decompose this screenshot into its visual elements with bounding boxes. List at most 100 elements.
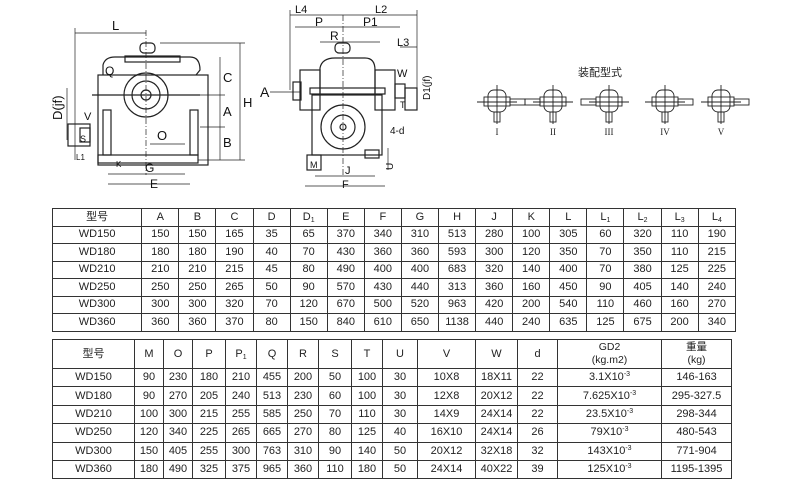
table-cell: 150 <box>141 225 180 244</box>
table-cell: 400 <box>549 260 588 279</box>
table-cell: 150 <box>134 441 164 461</box>
table-cell: 90 <box>586 278 625 297</box>
table-cell: 100 <box>351 367 383 388</box>
table-cell: 50 <box>318 367 352 388</box>
table-cell: 120 <box>134 423 164 443</box>
table-cell: 20X12 <box>417 441 476 461</box>
cell-text: 22 <box>531 389 544 402</box>
cell-text: 250 <box>293 407 313 420</box>
header-text: P <box>205 347 213 360</box>
header-text: J <box>491 210 497 223</box>
table-cell: 420 <box>475 295 514 314</box>
subscript: 1 <box>310 216 315 224</box>
header-text: D <box>267 210 276 223</box>
table-cell: 370 <box>326 225 365 244</box>
table-cell: 250 <box>141 278 180 297</box>
table-cell: 70 <box>318 404 352 425</box>
cell-text: 125X10 <box>587 463 626 476</box>
header-text: 型号 <box>82 347 105 360</box>
table-cell: 280 <box>475 225 514 244</box>
cell-text: 80 <box>328 426 342 439</box>
label-A: A <box>223 104 232 119</box>
table-cell: 585 <box>256 404 288 425</box>
cell-text: 20X12 <box>430 444 463 457</box>
mounting-type-3-icon <box>580 85 629 124</box>
subscript: 1 <box>606 216 611 224</box>
table-cell: 490 <box>163 459 193 480</box>
table-cell: 230 <box>163 367 193 388</box>
cell-text: 310 <box>293 444 313 457</box>
table-cell: 22 <box>517 367 558 388</box>
table-cell: 210 <box>225 367 257 388</box>
cell-text: 90 <box>328 444 342 457</box>
column-header: J <box>475 208 514 227</box>
column-header: 型号 <box>51 208 143 227</box>
table-cell: 593 <box>437 243 477 262</box>
cell-text: 771-904 <box>676 444 717 457</box>
table-cell: 210 <box>178 260 217 279</box>
header-text: K <box>527 210 535 223</box>
mounting-title: 装配型式 <box>578 66 622 79</box>
label-4-d: 4-d <box>390 126 404 137</box>
header-text: V <box>442 347 451 360</box>
header-text: O <box>173 347 183 360</box>
table-cell: 24X14 <box>475 404 518 425</box>
cell-text: 325 <box>199 463 219 476</box>
header-text: F <box>379 210 387 223</box>
table-cell: 20X12 <box>475 386 518 406</box>
table-cell: 320 <box>475 260 514 279</box>
exponent: -3 <box>622 426 629 434</box>
table-cell: 360 <box>287 459 319 480</box>
table-header-row: 型号MOPP1P1QRSTUVWdGD2(kg.m2)重量(kg) <box>52 339 732 369</box>
cell-text: 298-344 <box>676 407 717 420</box>
table-cell: 240 <box>697 278 737 297</box>
table-cell: 3.1X10-3 <box>557 367 662 388</box>
cell-text: 490 <box>168 463 188 476</box>
column-header: 型号 <box>52 339 135 369</box>
table-cell: 325 <box>192 459 226 480</box>
cell-text: 270 <box>293 426 313 439</box>
cell-text: 110 <box>326 463 344 476</box>
table-cell: 30 <box>382 386 418 406</box>
label-E: E <box>150 177 158 191</box>
table-cell: 80 <box>318 423 352 443</box>
mounting-type-label: IV <box>660 127 670 137</box>
table-cell: 520 <box>400 295 440 314</box>
cell-text: 125 <box>357 426 377 439</box>
table-cell: 160 <box>512 278 551 297</box>
mounting-type-label: III <box>604 127 614 137</box>
table-cell: 540 <box>549 295 588 314</box>
table-cell: 360 <box>475 278 514 297</box>
cell-text: 340 <box>168 426 188 439</box>
cell-text: 3.1X10 <box>588 371 624 384</box>
table-cell: 360 <box>178 313 217 332</box>
label-D1: D1(jf) <box>422 76 433 100</box>
table-cell: 430 <box>326 243 365 262</box>
label-A-side: A <box>260 84 270 100</box>
table-cell: 26 <box>517 423 558 443</box>
label-Q: Q <box>105 64 114 78</box>
table-cell: 570 <box>326 278 365 297</box>
header-text: T <box>363 347 371 360</box>
table-cell: 110 <box>660 225 699 244</box>
cell-text: 22 <box>531 371 544 384</box>
table-cell: 40 <box>252 243 291 262</box>
cell-text: WD150 <box>75 371 112 384</box>
table-cell: 225 <box>192 423 226 443</box>
cell-text: 300 <box>168 407 188 420</box>
table-cell: 150 <box>289 313 328 332</box>
header-text: E <box>342 210 350 223</box>
table-cell: 480-543 <box>661 423 732 443</box>
table-cell: 100 <box>351 386 383 406</box>
cell-text: 585 <box>262 407 282 420</box>
label-P1: P1 <box>363 15 378 29</box>
cell-text: 180 <box>357 463 377 476</box>
table-cell: 32 <box>517 441 558 461</box>
table-cell: 35 <box>252 225 291 244</box>
cell-text: 10X8 <box>433 371 460 384</box>
label-R: R <box>330 29 339 43</box>
label-P: P <box>315 15 323 29</box>
cell-text: 50 <box>393 444 407 457</box>
cell-text: 265 <box>231 426 251 439</box>
table-cell: 150 <box>178 225 217 244</box>
